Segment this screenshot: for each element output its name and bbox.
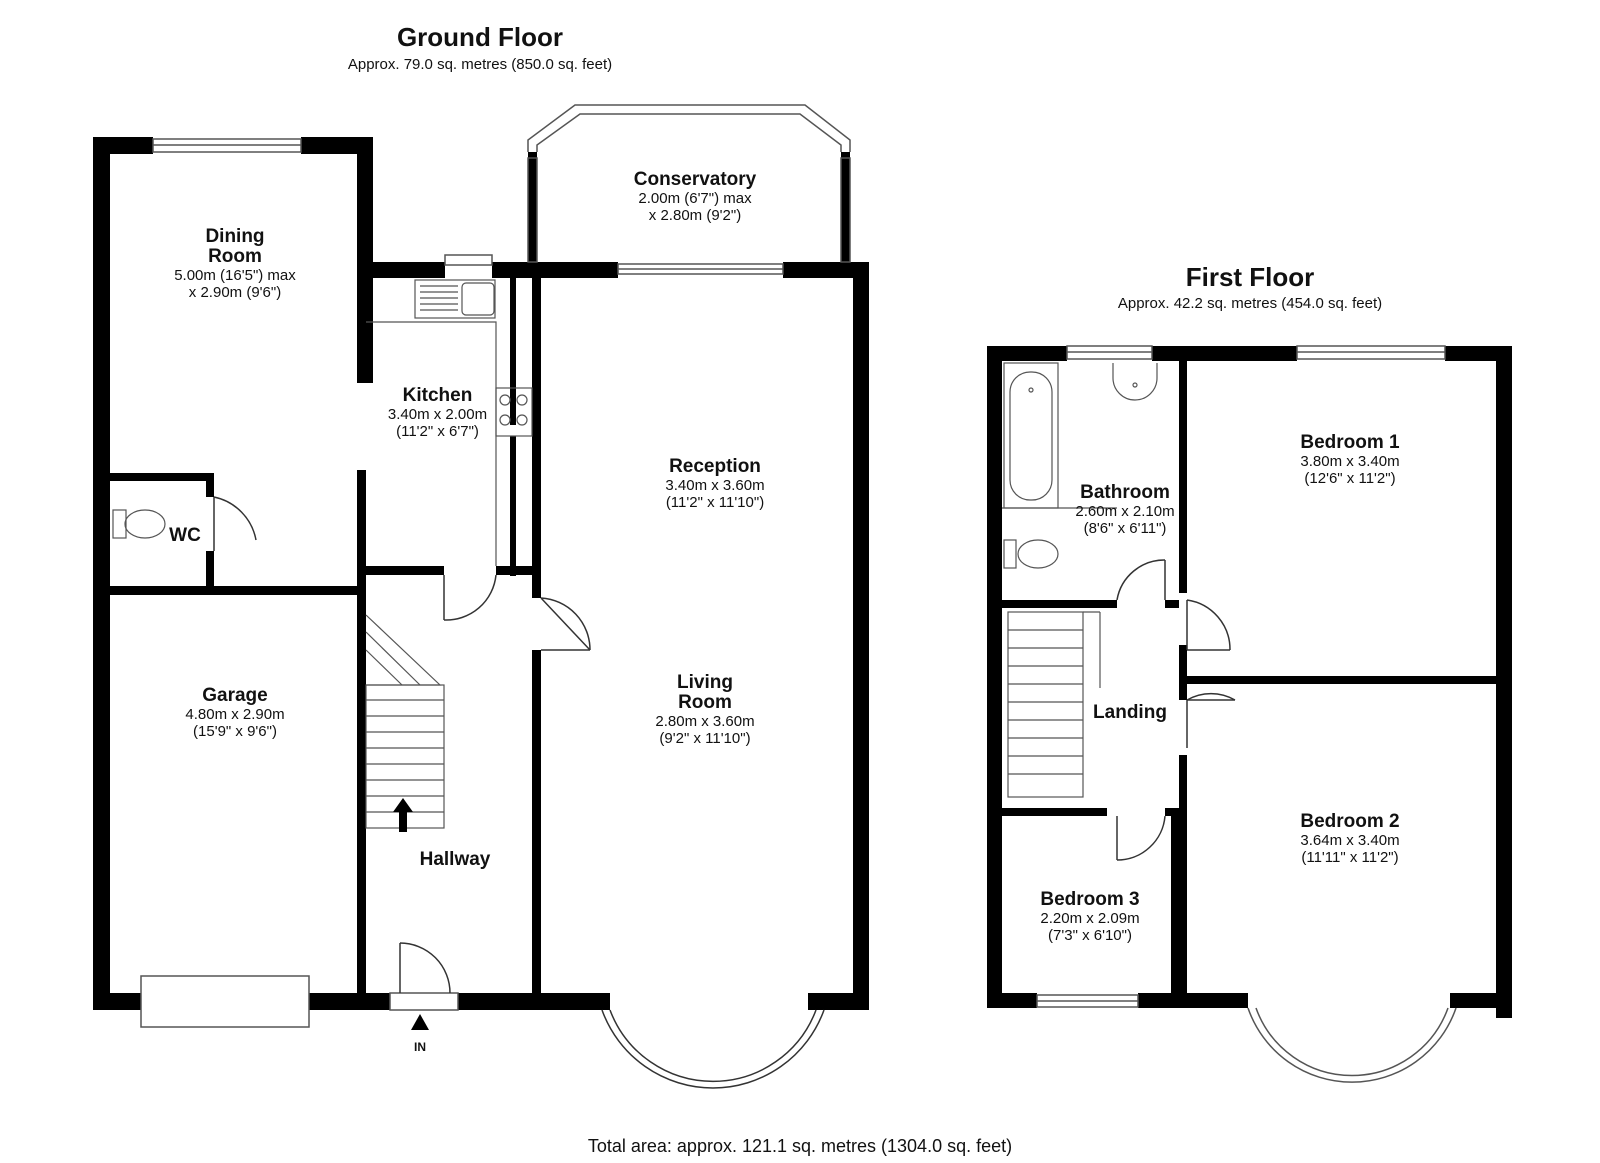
- room-dimensions: (8'6" x 6'11"): [1083, 520, 1167, 537]
- ground-floor-doors: [213, 496, 825, 1089]
- ground-floor-title: Ground Floor: [396, 22, 564, 52]
- entrance-arrow-icon: [411, 1014, 429, 1030]
- room-dimensions: 2.20m x 2.09m: [1040, 910, 1140, 927]
- first-floor-plan: [987, 346, 1512, 1018]
- room-dimensions: 3.64m x 3.40m: [1300, 832, 1400, 849]
- room-name: Bedroom 2: [1300, 811, 1400, 832]
- room-label-bedroom-1: Bedroom 1 3.80m x 3.40m (12'6" x 11'2"): [1260, 432, 1440, 488]
- room-name: Dining: [205, 226, 265, 247]
- room-name: Living: [677, 672, 733, 693]
- room-label-living-room: Living Room 2.80m x 3.60m (9'2" x 11'10"…: [610, 672, 800, 748]
- room-label-landing: Landing: [1093, 702, 1167, 723]
- room-dimensions: 2.80m x 3.60m: [655, 713, 755, 730]
- room-dimensions: 3.40m x 2.00m: [387, 406, 488, 423]
- room-dimensions: x 2.80m (9'2"): [648, 207, 742, 224]
- room-label-kitchen: Kitchen 3.40m x 2.00m (11'2" x 6'7"): [365, 385, 510, 441]
- first-floor-windows: [1036, 345, 1457, 1083]
- room-label-hallway: Hallway: [419, 849, 491, 870]
- room-dimensions: 2.60m x 2.10m: [1075, 503, 1175, 520]
- room-dimensions: (12'6" x 11'2"): [1304, 470, 1396, 487]
- room-dimensions: (11'2" x 6'7"): [396, 423, 479, 440]
- room-dimensions: (7'3" x 6'10"): [1048, 927, 1132, 944]
- room-name: Bedroom 3: [1040, 889, 1140, 910]
- room-label-dining-room: Dining Room 5.00m (16'5") max x 2.90m (9…: [140, 226, 330, 302]
- room-dimensions: 2.00m (6'7") max: [638, 190, 752, 207]
- room-dimensions: x 2.90m (9'6"): [188, 284, 282, 301]
- first-floor-doors: [1116, 559, 1236, 861]
- room-label-wc: WC: [169, 525, 201, 546]
- first-floor-area: Approx. 42.2 sq. metres (454.0 sq. feet): [1117, 295, 1383, 312]
- room-label-bedroom-3: Bedroom 3 2.20m x 2.09m (7'3" x 6'10"): [1010, 889, 1170, 945]
- room-label-bathroom: Bathroom 2.60m x 2.10m (8'6" x 6'11"): [1060, 482, 1190, 538]
- room-dimensions: (9'2" x 11'10"): [659, 730, 751, 747]
- room-dimensions: 3.40m x 3.60m: [665, 477, 765, 494]
- stairs-up-arrow-icon: [393, 798, 413, 832]
- first-floor-fixtures: [1002, 362, 1158, 798]
- room-name: Kitchen: [402, 385, 473, 406]
- room-name: Garage: [202, 685, 268, 706]
- room-dimensions: (11'11" x 11'2"): [1301, 849, 1399, 866]
- room-name: Conservatory: [633, 169, 757, 190]
- room-name: Room: [208, 246, 262, 267]
- room-name: Room: [678, 692, 732, 713]
- room-dimensions: 3.80m x 3.40m: [1300, 453, 1400, 470]
- room-name: Bedroom 1: [1300, 432, 1400, 453]
- ground-floor-plan: [93, 137, 869, 1010]
- entrance-label: IN: [414, 1040, 426, 1054]
- room-dimensions: 4.80m x 2.90m: [185, 706, 285, 723]
- ground-floor-windows: [140, 104, 851, 1028]
- room-label-bedroom-2: Bedroom 2 3.64m x 3.40m (11'11" x 11'2"): [1260, 811, 1440, 867]
- room-label-conservatory: Conservatory 2.00m (6'7") max x 2.80m (9…: [600, 169, 790, 225]
- room-dimensions: (11'2" x 11'10"): [665, 494, 765, 511]
- first-floor-title: First Floor: [1185, 262, 1315, 292]
- ground-floor-area: Approx. 79.0 sq. metres (850.0 sq. feet): [347, 56, 613, 73]
- room-dimensions: (15'9" x 9'6"): [193, 723, 277, 740]
- total-area: Total area: approx. 121.1 sq. metres (13…: [587, 1136, 1013, 1156]
- room-label-reception: Reception 3.40m x 3.60m (11'2" x 11'10"): [620, 456, 810, 512]
- room-dimensions: 5.00m (16'5") max: [174, 267, 296, 284]
- room-name: Bathroom: [1080, 482, 1170, 503]
- room-label-garage: Garage 4.80m x 2.90m (15'9" x 9'6"): [140, 685, 330, 741]
- ground-floor-fixtures: [112, 279, 533, 829]
- room-name: Reception: [669, 456, 761, 477]
